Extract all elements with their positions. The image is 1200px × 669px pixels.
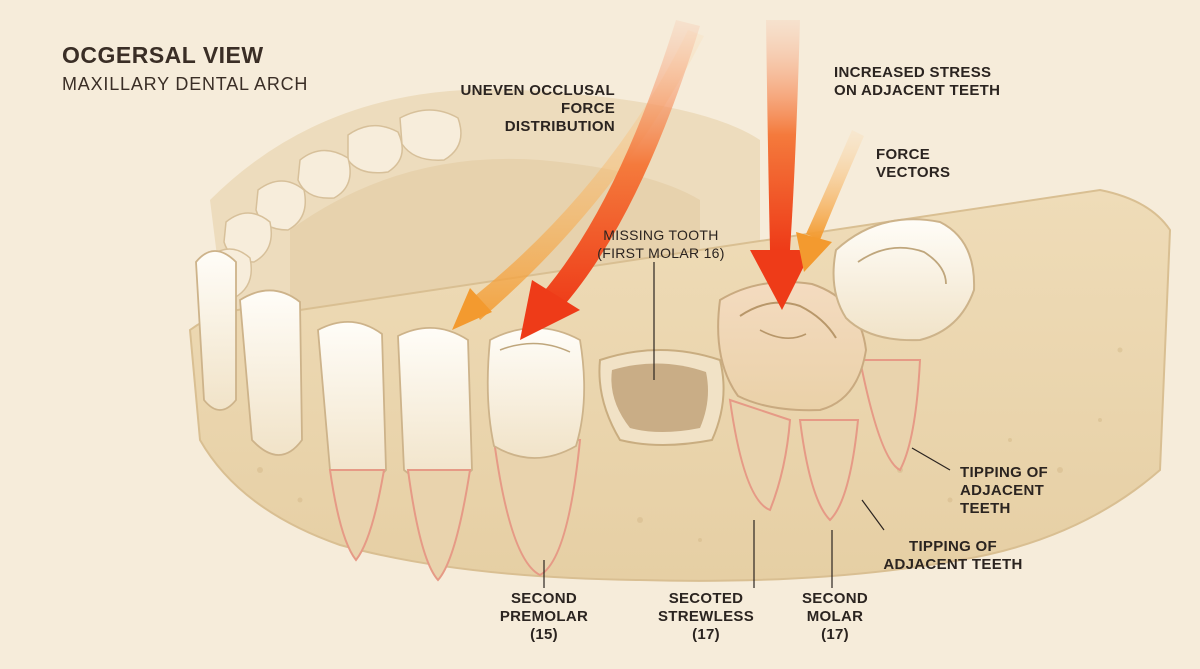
roots: [328, 359, 922, 582]
label-force-vectors: FORCE VECTORS: [876, 146, 951, 181]
label-missing-tooth: MISSING TOOTH (FIRST MOLAR 16): [597, 227, 725, 261]
tipped-molar-tooth: [717, 281, 868, 412]
label-second-premolar: SECOND PREMOLAR (15): [499, 590, 589, 643]
label-uneven-force: UNEVEN OCCLUSAL FORCE DISTRIBUTION: [460, 82, 615, 135]
page-title: OCGERSAL VIEW: [62, 42, 264, 68]
label-increased-stress: INCREASED STRESS ON ADJACENT TEETH: [834, 64, 1001, 99]
front-teeth: [195, 250, 473, 486]
label-secoted-strewless: SECOTED STREWLESS (17): [657, 590, 755, 643]
page-subtitle: MAXILLARY DENTAL ARCH: [62, 74, 309, 94]
second-premolar-tooth: [486, 327, 586, 459]
force-arrows: [452, 20, 864, 340]
missing-tooth-socket: [598, 349, 725, 446]
label-second-molar: SECOND MOLAR (17): [802, 590, 868, 643]
second-molar-tooth: [832, 218, 976, 342]
back-arch-teeth: [205, 109, 462, 299]
label-tipping-upper: TIPPING OF ADJACENT TEETH: [960, 464, 1049, 517]
label-tipping-lower: TIPPING OF ADJACENT TEETH: [883, 538, 1023, 573]
leader-lines: [543, 262, 951, 588]
